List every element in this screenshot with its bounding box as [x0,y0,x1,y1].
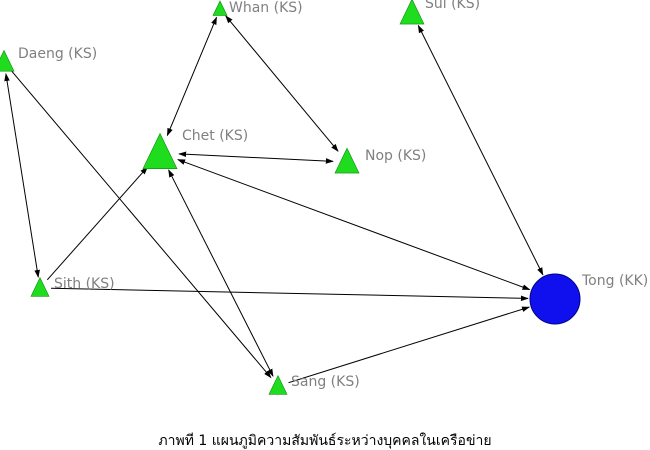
edge-sang-tong [288,306,531,384]
node-daeng-triangle [0,49,15,72]
edge-chet-sang [168,169,274,377]
edge-daeng-sang [11,70,272,379]
node-tong: Tong (KK) [529,273,648,325]
node-sang-triangle [268,374,288,395]
node-label-daeng: Daeng (KS) [18,46,97,62]
node-tong-circle [529,273,581,325]
node-sang: Sang (KS) [268,374,360,395]
edge-whan-nop [225,15,339,152]
node-daeng: Daeng (KS) [0,46,97,72]
node-nop: Nop (KS) [334,147,426,174]
node-label-sith: Sith (KS) [54,276,115,292]
node-label-sang: Sang (KS) [291,374,360,390]
edges-layer [4,15,544,384]
node-label-tong: Tong (KK) [581,273,648,289]
node-nop-triangle [334,147,360,174]
node-label-whan: Whan (KS) [229,0,303,16]
edge-chet-nop [178,151,334,164]
edge-sui-tong [417,24,544,276]
node-sith-triangle [30,276,50,297]
node-chet: Chet (KS) [142,128,248,169]
node-sui-triangle [399,0,425,25]
node-sui: Sui (KS) [399,0,480,25]
edge-whan-chet [166,16,218,137]
node-label-sui: Sui (KS) [425,0,480,12]
node-sith: Sith (KS) [30,276,115,297]
edge-daeng-sith [4,73,40,278]
edge-sith-tong [50,287,529,302]
node-chet-triangle [142,132,178,169]
node-whan-triangle [212,0,228,16]
node-label-nop: Nop (KS) [365,148,426,164]
node-label-chet: Chet (KS) [182,128,248,144]
nodes-layer: Whan (KS) Sui (KS) Daeng (KS) Chet (KS) Nop … [0,0,648,395]
node-whan: Whan (KS) [212,0,303,16]
figure-caption: ภาพที่ 1 แผนภูมิความสัมพันธ์ระหว่างบุคคล… [158,433,492,449]
edge-chet-tong [177,159,531,291]
edge-sith-chet [46,166,148,281]
